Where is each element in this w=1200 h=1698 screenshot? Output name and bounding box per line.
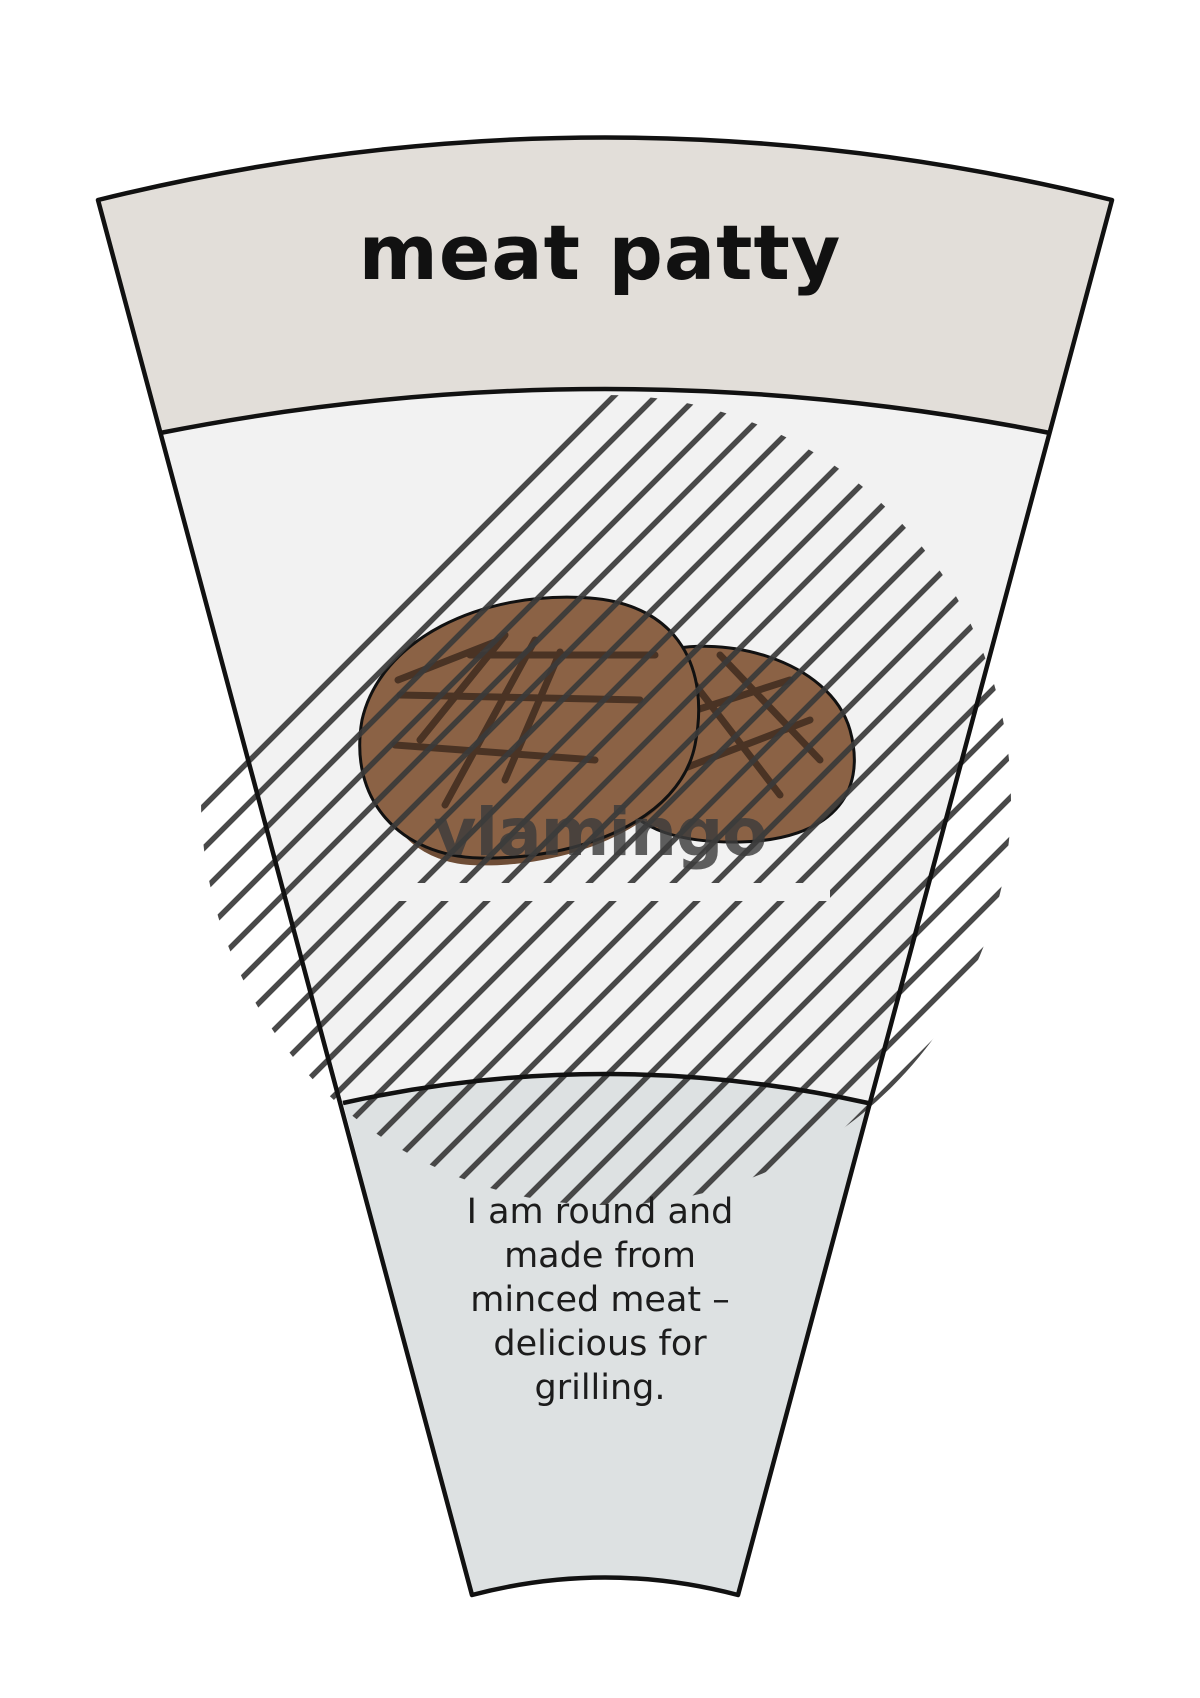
header-band <box>98 137 1112 433</box>
hatch-watermark <box>201 395 1011 1205</box>
description-line: minced meat – <box>470 1280 730 1320</box>
description-line: made from <box>504 1236 696 1276</box>
hatch-gap <box>390 883 830 901</box>
card-outline <box>95 135 1115 1598</box>
card-description: I am round and made from minced meat – d… <box>430 1190 770 1410</box>
description-line: grilling. <box>534 1368 666 1408</box>
description-line: delicious for <box>493 1324 707 1364</box>
text-area <box>343 1074 868 1595</box>
watermark-logo: vlamingo <box>433 794 767 871</box>
card-title: meat patty <box>358 208 842 297</box>
description-line: I am round and <box>466 1192 734 1232</box>
